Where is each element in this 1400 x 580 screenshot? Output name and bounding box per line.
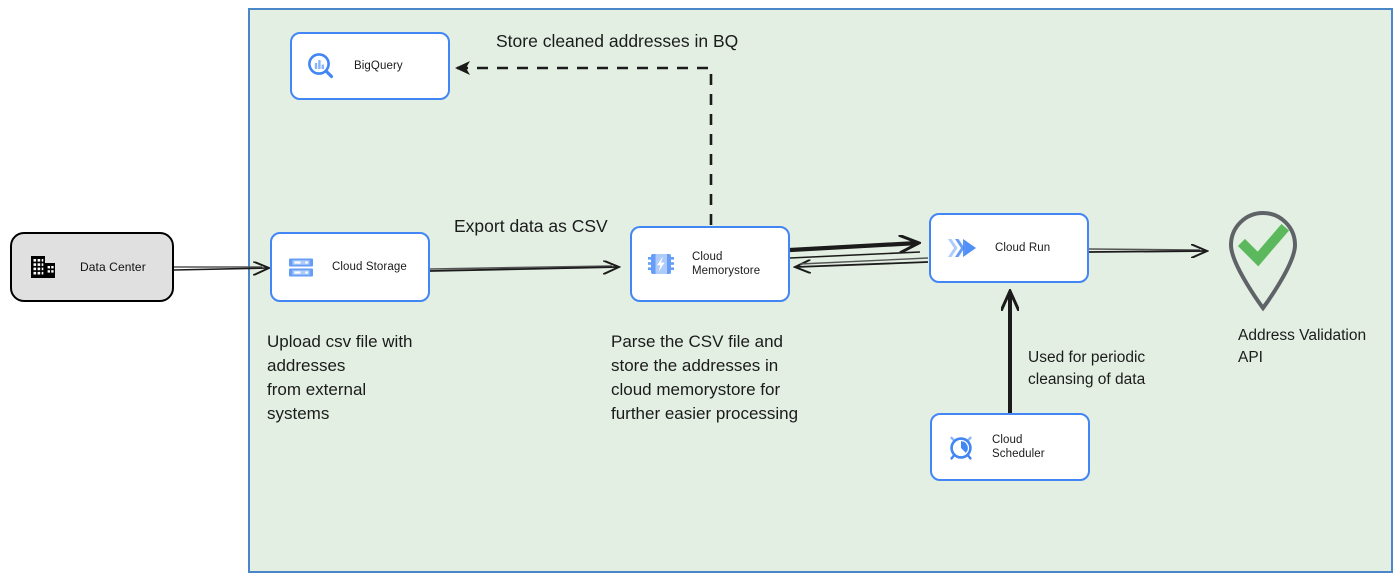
node-cloud-memorystore[interactable]: Cloud Memorystore [630, 226, 790, 302]
node-cloud-storage[interactable]: Cloud Storage [270, 232, 430, 302]
node-label-cloud-storage: Cloud Storage [332, 260, 407, 273]
node-label-cloud-memorystore: Cloud Memorystore [692, 250, 761, 277]
edge-label-store-in-bq: Store cleaned addresses in BQ [496, 31, 739, 51]
cloud-memorystore-icon [644, 247, 678, 281]
cloud-scheduler-icon [944, 430, 978, 464]
node-cloud-run[interactable]: Cloud Run [929, 213, 1089, 283]
note-upload-csv: Upload csv file with addresses from exte… [267, 332, 413, 424]
node-bigquery[interactable]: BigQuery [290, 32, 450, 100]
node-address-validation-api[interactable] [1218, 207, 1308, 312]
edge-label-export-csv: Export data as CSV [454, 216, 608, 236]
address-validation-pin-icon [1228, 211, 1298, 312]
node-label-bigquery: BigQuery [354, 59, 403, 72]
caption-address-validation-api: Address Validation API [1238, 327, 1367, 366]
node-data-center[interactable]: Data Center [10, 232, 174, 302]
node-label-cloud-run: Cloud Run [995, 241, 1051, 254]
edge-label-periodic-cleansing: Used for periodic cleansing of data [1028, 349, 1146, 388]
cloud-storage-icon [284, 250, 318, 284]
data-center-icon [26, 250, 60, 284]
note-parse-csv: Parse the CSV file and store the address… [611, 332, 799, 424]
node-label-cloud-scheduler: Cloud Scheduler [992, 433, 1045, 460]
bigquery-icon [304, 49, 338, 83]
google-cloud-zone [248, 8, 1393, 573]
node-label-data-center: Data Center [80, 259, 146, 274]
node-cloud-scheduler[interactable]: Cloud Scheduler [930, 413, 1090, 481]
cloud-run-icon [943, 231, 981, 265]
